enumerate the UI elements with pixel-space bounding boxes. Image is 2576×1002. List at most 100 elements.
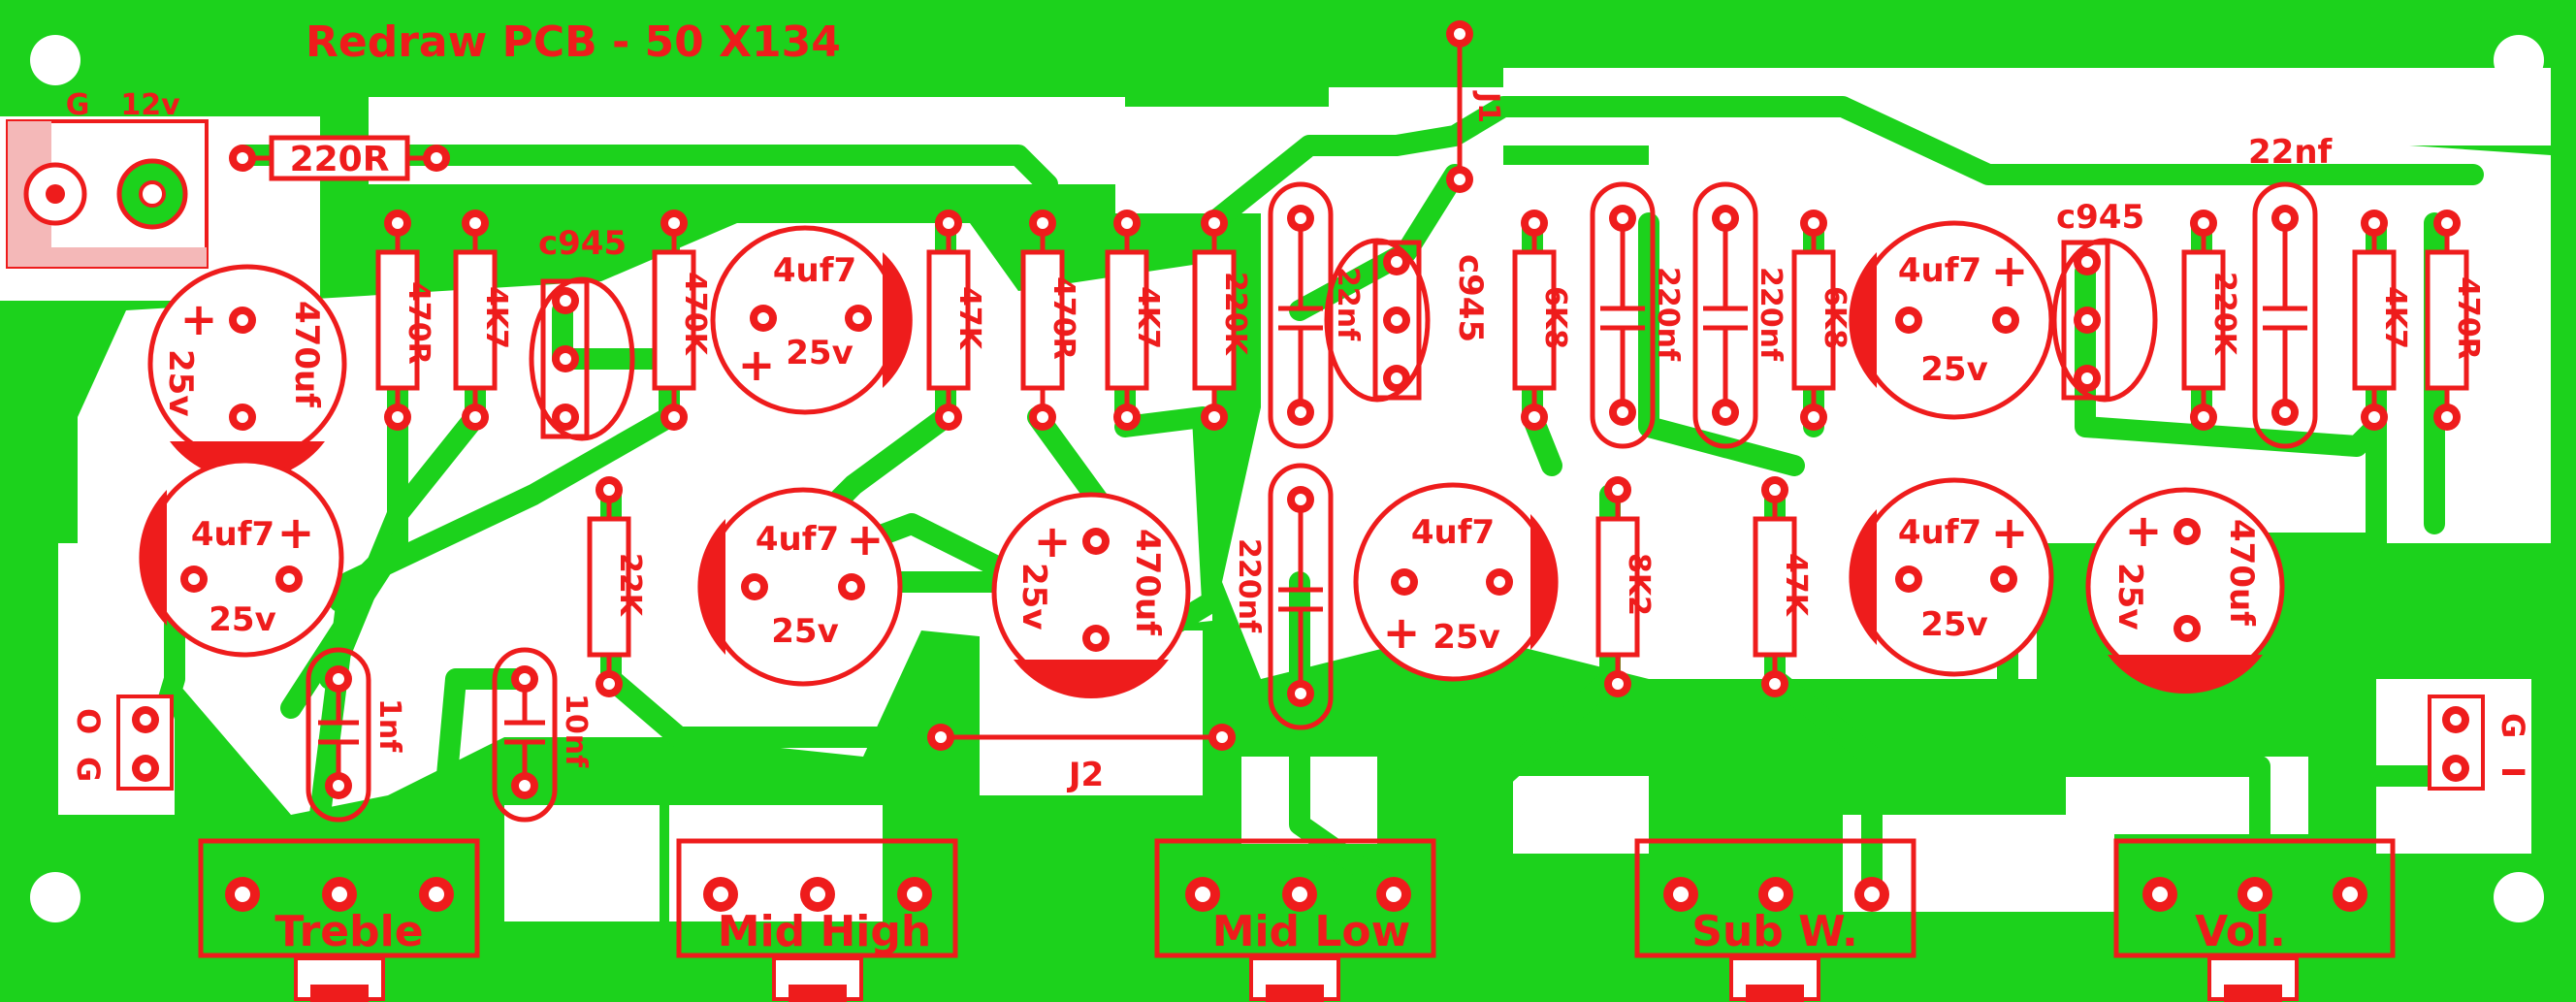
capacitor-label: 22nf [2248,133,2334,172]
transistor-q3: c945 [2051,198,2158,403]
pot-mid-high: Mid High [676,838,958,1002]
electrolytic-e2: 4uf7 25v + [710,225,913,415]
polarity-mark: + [2125,504,2163,557]
mounting-holes [30,35,2544,922]
mounting-hole [2494,872,2544,922]
input-pin-label: G [70,757,107,782]
pot-label: Mid High [718,907,931,956]
resistor-label: 220K [1218,272,1252,357]
polarity-mark: + [277,506,315,559]
output-header: G I [2428,695,2531,791]
capacitor-label: 220nf [1754,267,1787,362]
electrolytic-e8: 4uf7 + 25v [1849,477,2054,677]
polarity-mark: + [847,513,885,566]
resistor-220k-b: 220K [2181,210,2241,431]
electrolytic-value: 470uf [1128,529,1167,636]
polarity-mark: + [1991,244,2029,297]
electrolytic-voltage: 25v [209,600,275,639]
electrolytic-voltage: 25v [771,612,838,651]
capacitor-label: 220nf [1232,538,1266,633]
resistor-label: 22K [613,553,647,618]
resistor-label: 470R [2451,276,2485,360]
resistor-470r-c: 470R [2425,210,2485,431]
pot-vol: Vol. [2113,838,2396,1002]
electrolytic-value: 4uf7 [1898,513,1981,552]
jumper-j1: J1 [1446,20,1505,193]
resistor-4k7-b: 4K7 [1105,210,1165,431]
capacitor-label: 220nf [1651,267,1685,362]
electrolytic-voltage: 25v [1014,563,1053,630]
electrolytic-voltage: 25v [161,349,200,416]
electrolytic-value: 4uf7 [773,251,856,290]
capacitor-label: 1nf [372,698,406,753]
capacitor-220nf-b: 220nf [1692,181,1787,449]
capacitor-label: 22nf [1331,267,1365,341]
jumper-j2-label: J2 [1067,756,1104,794]
pot-mid-low: Mid Low [1154,838,1436,1002]
resistor-47k-b: 47K [1753,476,1813,697]
transistor-label: c945 [2056,198,2144,237]
electrolytic-value: 4uf7 [756,520,839,559]
resistor-label: 470K [678,272,712,357]
capacitor-220nf-c: 220nf [1232,463,1334,730]
capacitor-label: 10nf [559,694,593,768]
board-title: Redraw PCB - 50 X134 [306,17,841,67]
resistor-220k-a: 220K [1192,210,1252,431]
resistor-4k7-a: 4K7 [453,210,513,431]
jumper-j2: J2 [927,724,1236,794]
capacitor-1nf: 1nf [306,647,406,823]
resistor-label: 220R [290,140,390,179]
electrolytic-value: 470uf [287,301,326,408]
resistor-8k2: 8K2 [1595,476,1656,697]
supply-label: 12v [120,88,180,122]
resistor-label: 6K8 [1818,286,1852,349]
resistor-470r-a: 470R [375,210,435,431]
resistor-label: 4K7 [1131,286,1165,349]
transistor-q2: c945 [1324,238,1490,403]
electrolytic-e3: 4uf7 + 25v [139,458,344,658]
capacitor-220nf-a: 220nf [1590,181,1685,449]
traces [135,96,2484,903]
resistor-470r-b: 470R [1020,210,1080,431]
electrolytic-voltage: 25v [2110,563,2149,630]
electrolytic-voltage: 25v [786,334,853,372]
polarity-mark: + [738,339,776,391]
polarity-mark: + [1034,515,1072,567]
resistor-4k7-c: 4K7 [2352,210,2412,431]
output-pin-label: G [2495,713,2531,738]
capacitor-10nf: 10nf [492,647,593,823]
jumper-j1-label: J1 [1471,90,1505,123]
electrolytic-value: 470uf [2222,519,2261,627]
pot-label: Mid Low [1212,907,1411,956]
electrolytic-e7: 4uf7 + 25v [1849,220,2054,420]
electrolytic-voltage: 25v [1433,618,1499,657]
mounting-hole [30,35,80,85]
polarity-mark: + [180,293,218,345]
resistor-label: 8K2 [1622,553,1656,616]
pot-label: Sub W. [1691,907,1858,956]
resistor-label: 6K8 [1538,286,1572,349]
pot-label: Vol. [2195,907,2286,956]
electrolytic-voltage: 25v [1920,350,1987,389]
polarity-mark: + [1383,606,1421,659]
mounting-hole [30,872,80,922]
pot-label: Treble [274,907,423,956]
resistor-label: 220K [2207,272,2241,357]
resistor-label: 4K7 [2378,286,2412,349]
resistor-label: 470R [402,281,435,365]
resistor-label: 470R [1046,276,1080,360]
electrolytic-voltage: 25v [1920,605,1987,644]
electrolytic-e1: + 470uf 25v [147,264,347,480]
resistor-6k8-a: 6K8 [1512,210,1572,431]
resistor-220r: 220R [229,135,450,181]
power-header: G 12v [6,88,209,269]
transistor-q1: c945 [529,224,635,441]
electrolytic-e6: 4uf7 + 25v [1353,482,1559,682]
pot-treble: Treble [198,838,480,1002]
resistor-label: 47K [952,286,986,351]
electrolytic-e5: + 470uf 25v [991,492,1191,698]
transistor-label: c945 [538,224,627,263]
resistor-22k: 22K [587,476,647,697]
electrolytic-value: 4uf7 [191,515,274,554]
